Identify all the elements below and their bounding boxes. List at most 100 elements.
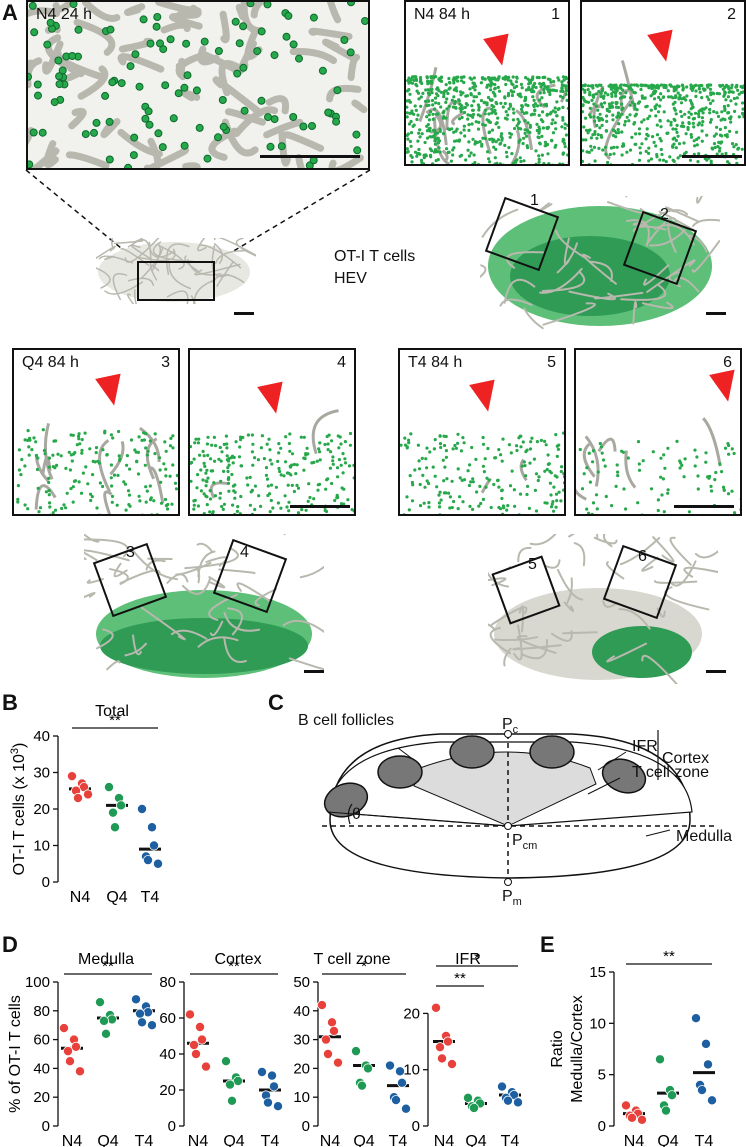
ot1-cell — [407, 76, 411, 80]
ot1-cell — [647, 151, 651, 155]
ot1-cell — [250, 512, 254, 514]
ot1-cell — [743, 119, 744, 121]
ot1-cell — [682, 152, 686, 156]
ot1-cell — [101, 484, 105, 489]
ot1-cell — [456, 441, 460, 445]
ot1-cell — [742, 115, 744, 119]
x-tick-label: T4 — [261, 1133, 280, 1147]
ot1-cell — [158, 143, 167, 152]
ot1-cell — [418, 135, 422, 139]
scale-bar — [304, 670, 324, 673]
ot1-cell — [483, 112, 487, 116]
ot1-cell — [627, 119, 631, 123]
ot1-cell — [469, 113, 473, 118]
ot1-cell — [267, 437, 271, 441]
ot1-cell — [427, 481, 431, 486]
hev-vessel — [43, 422, 54, 480]
ot1-cell — [169, 114, 178, 123]
ot1-cell — [444, 83, 448, 87]
ot1-cell — [474, 120, 478, 124]
ot1-cell — [417, 97, 421, 101]
ot1-cell — [654, 144, 658, 148]
ot1-cell — [728, 129, 732, 133]
ot1-cell — [163, 497, 168, 502]
ot1-cell — [679, 110, 683, 114]
ot1-cell — [406, 99, 410, 103]
ot1-cell — [494, 147, 498, 151]
data-point — [221, 1056, 232, 1067]
ot1-cell — [466, 148, 470, 152]
hev-vessel — [254, 588, 277, 607]
ot1-cell — [284, 11, 293, 20]
ot1-cell — [288, 464, 292, 468]
ot1-cell — [77, 480, 81, 484]
hev-vessel — [418, 66, 438, 122]
data-point — [397, 1077, 408, 1088]
data-point — [227, 1095, 238, 1106]
ot1-cell — [723, 133, 727, 137]
ot1-cell — [156, 39, 164, 48]
hev-vessel — [130, 244, 154, 261]
ot1-cell — [638, 100, 642, 104]
ot1-cell — [164, 467, 168, 471]
ot1-cell — [560, 465, 564, 469]
ot1-cell — [268, 448, 272, 452]
ot1-cell — [163, 440, 167, 444]
ot1-cell — [436, 158, 440, 162]
data-point — [195, 1022, 206, 1033]
ot1-cell — [697, 136, 701, 140]
ot1-cell — [503, 101, 507, 106]
ot1-cell — [485, 85, 489, 89]
data-point — [110, 822, 121, 833]
ot1-cell — [236, 505, 240, 509]
ot1-cell — [432, 128, 436, 132]
ot1-cell — [250, 433, 254, 437]
ot1-cell — [468, 463, 472, 467]
ot1-cell — [437, 139, 442, 143]
ot1-cell — [524, 111, 528, 115]
ot1-cell — [528, 130, 532, 135]
ot1-cell — [284, 435, 288, 439]
ot1-cell — [589, 84, 593, 88]
ot1-cell — [425, 129, 429, 133]
ot1-cell — [680, 83, 684, 87]
ot1-cell — [505, 155, 509, 159]
ot1-cell — [676, 165, 679, 166]
ot1-cell — [616, 470, 620, 474]
ot1-cell — [323, 442, 327, 447]
ot1-cell — [541, 120, 545, 124]
ot1-cell — [595, 104, 599, 108]
ot1-cell — [640, 96, 645, 100]
ot1-cell — [271, 506, 275, 510]
ot1-cell — [219, 459, 223, 463]
ot1-cell — [511, 107, 515, 111]
hev-vessel — [166, 290, 189, 308]
ot1-cell — [48, 501, 52, 505]
data-point — [83, 789, 94, 800]
ot1-cell — [730, 83, 734, 87]
ot1-cell — [493, 156, 497, 160]
ot1-cell — [205, 468, 209, 472]
ot1-cell — [447, 104, 451, 108]
ot1-cell — [530, 90, 534, 94]
ot1-cell — [168, 474, 172, 478]
ot1-cell — [490, 98, 494, 102]
ot1-cell — [594, 92, 599, 96]
ot1-cell — [714, 470, 718, 475]
ot1-cell — [35, 467, 40, 472]
ot1-cell — [447, 76, 451, 81]
hev-vessel — [602, 516, 643, 548]
ot1-cell — [560, 83, 564, 87]
ot1-cell — [468, 87, 472, 91]
ot1-cell — [497, 505, 501, 510]
ot1-cell — [548, 92, 552, 97]
ot1-cell — [231, 484, 235, 488]
hev-vessel — [198, 244, 242, 269]
hev-vessel — [170, 629, 208, 640]
ot1-cell — [520, 464, 524, 468]
hev-vessel — [669, 560, 697, 587]
y-axis-label: % of OT-I T cells — [7, 995, 24, 1113]
ot1-cell — [451, 153, 455, 157]
ot1-cell — [456, 79, 460, 83]
